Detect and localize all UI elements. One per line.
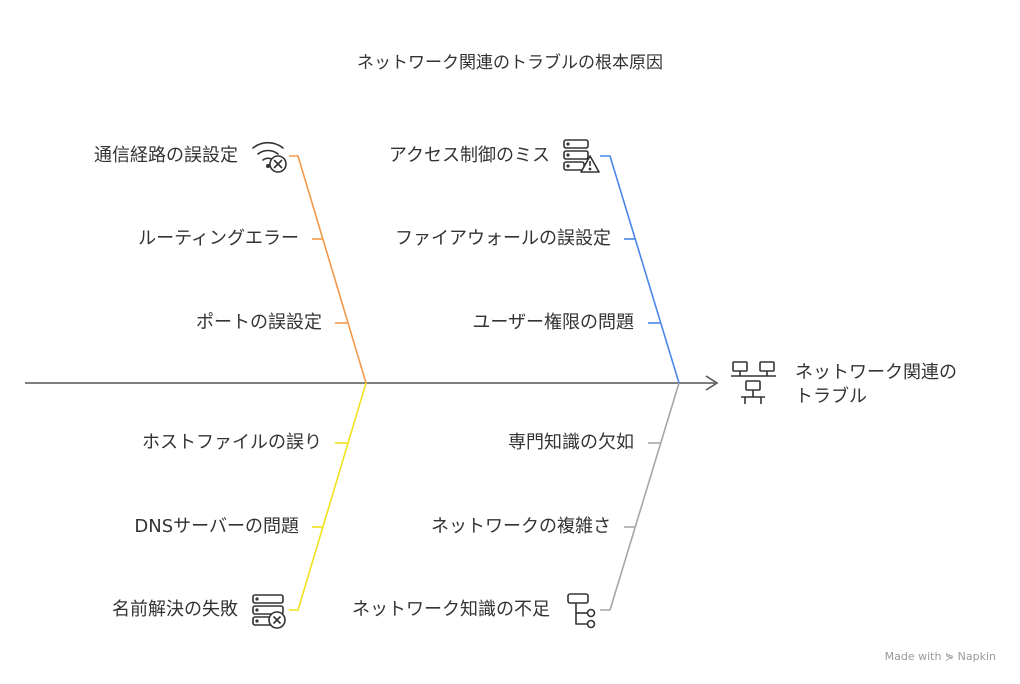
branch-bottom-right	[600, 382, 680, 611]
cause-port-misconfig: ポートの誤設定	[196, 312, 322, 333]
server-error-icon	[252, 594, 286, 629]
branch-top-left	[289, 155, 367, 384]
cause-firewall-misconfig: ファイアウォールの誤設定	[395, 228, 611, 249]
network-computers-icon	[731, 361, 776, 404]
wifi-error-icon	[252, 141, 287, 173]
hierarchy-icon	[567, 593, 596, 629]
effect-label: ネットワーク関連の トラブル	[795, 361, 957, 409]
cause-misrouted-path: 通信経路の誤設定	[94, 145, 238, 166]
effect-line-2: トラブル	[795, 386, 867, 407]
cause-routing-error: ルーティングエラー	[138, 228, 299, 249]
cause-hosts-file: ホストファイルの誤り	[142, 432, 322, 453]
diagram-title: ネットワーク関連のトラブルの根本原因	[357, 53, 663, 73]
cause-dns-server: DNSサーバーの問題	[134, 516, 299, 537]
napkin-credit[interactable]: Made with ⋟ Napkin	[884, 650, 996, 663]
branch-top-right	[600, 155, 680, 384]
cause-network-complexity: ネットワークの複雑さ	[431, 516, 611, 537]
effect-line-1: ネットワーク関連の	[795, 362, 957, 383]
cause-insufficient-knowledge: ネットワーク知識の不足	[352, 599, 550, 620]
server-warning-icon	[563, 139, 600, 173]
cause-lack-expertise: 専門知識の欠如	[508, 432, 634, 453]
branch-bottom-left	[289, 382, 367, 611]
cause-access-control-error: アクセス制御のミス	[388, 145, 550, 166]
spine-arrowhead	[705, 375, 719, 391]
cause-user-permission: ユーザー権限の問題	[472, 312, 634, 333]
cause-name-resolution: 名前解決の失敗	[112, 599, 238, 620]
